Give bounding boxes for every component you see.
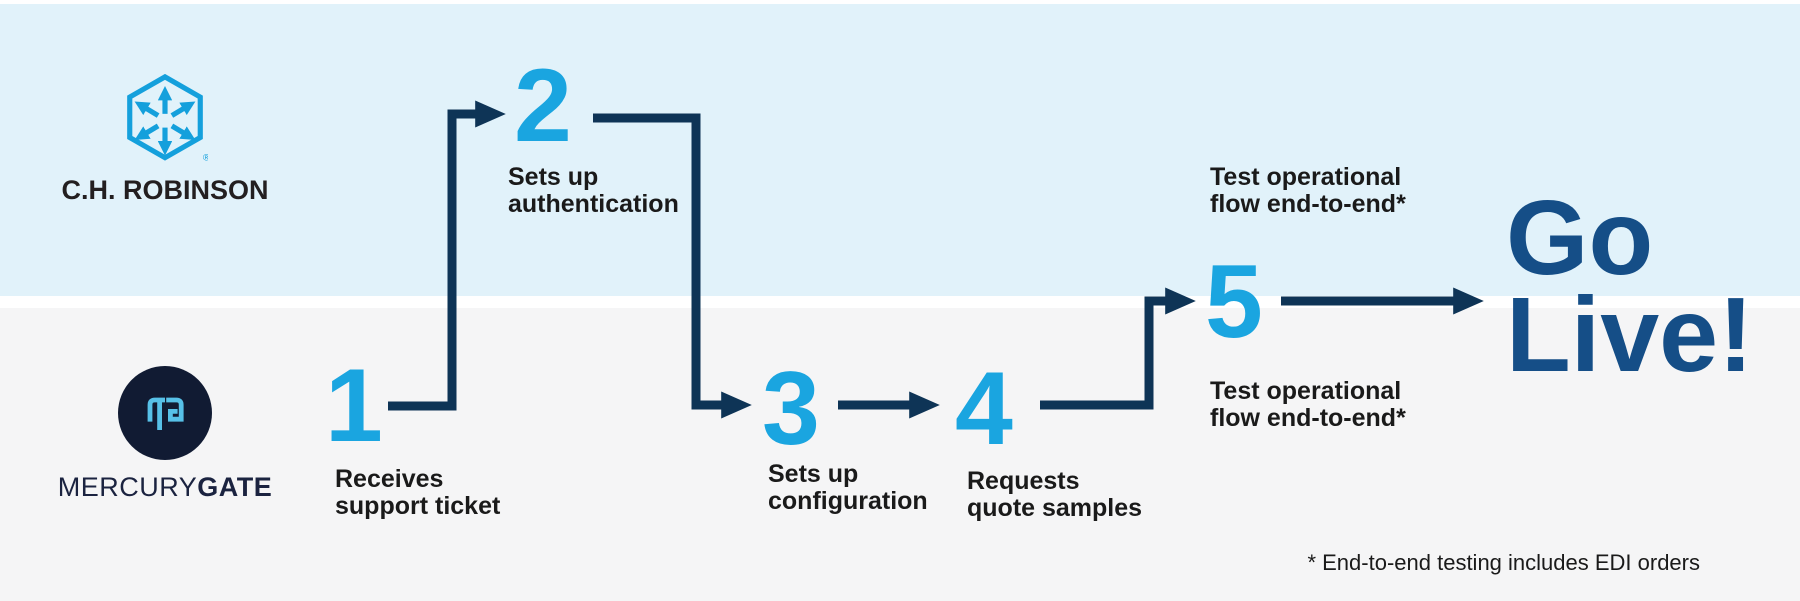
mercurygate-wordmark-gate: GATE [197, 472, 273, 502]
step-5-label-top: Test operational flow end-to-end* [1210, 163, 1406, 218]
step-1-number: 1 [325, 348, 383, 464]
step-3-label: Sets up configuration [768, 460, 928, 515]
go-live-text: Go Live! [1506, 179, 1754, 394]
step-1-label: Receives support ticket [335, 465, 501, 520]
lane-top-chrobinson [0, 4, 1800, 296]
arrow-1-to-2 [388, 100, 506, 411]
lane-bottom-mercurygate [0, 308, 1800, 601]
mercurygate-monogram-icon [118, 366, 212, 460]
arrow-4-to-5 [1040, 287, 1196, 410]
step-3-number: 3 [762, 351, 820, 467]
mercurygate-wordmark: MERCURYGATE [40, 472, 290, 503]
mercurygate-wordmark-mercury: MERCURY [57, 472, 198, 502]
step-2-label: Sets up authentication [508, 163, 679, 218]
mercurygate-logo: MERCURYGATE [40, 366, 290, 503]
footnote: * End-to-end testing includes EDI orders [1307, 550, 1700, 575]
chr-cube-arrows-icon: ® [127, 74, 208, 163]
chr-wordmark: C.H. ROBINSON [61, 175, 269, 205]
step-4-label: Requests quote samples [967, 467, 1143, 522]
step-2-number: 2 [514, 48, 572, 164]
step-5-label-bottom: Test operational flow end-to-end* [1210, 377, 1406, 432]
step-4-number: 4 [955, 351, 1013, 467]
arrow-2-to-3 [593, 113, 752, 419]
svg-text:®: ® [203, 152, 208, 163]
chr-logo: ® C.H. ROBINSON [40, 74, 290, 206]
step-5-number: 5 [1205, 244, 1263, 360]
